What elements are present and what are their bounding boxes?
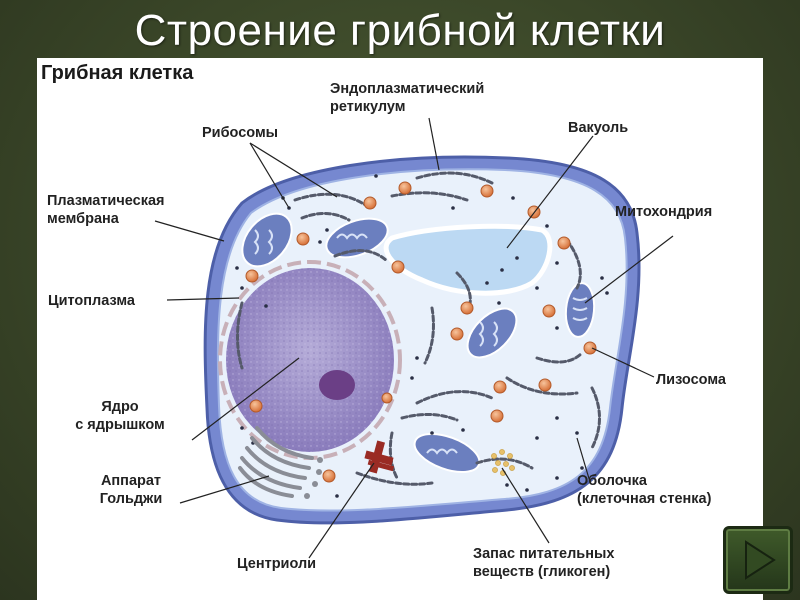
diagram-panel: Грибная клетка Эндоплазматический ретику… — [37, 58, 763, 600]
diagram-title: Грибная клетка — [41, 62, 193, 85]
label-ribosomes: Рибосомы — [202, 124, 278, 142]
label-endoplasmic-reticulum: Эндоплазматический ретикулум — [330, 80, 484, 116]
label-lysosome: Лизосома — [656, 371, 726, 389]
label-mitochondrion: Митохондрия — [615, 203, 712, 221]
label-cytoplasm: Цитоплазма — [48, 292, 135, 310]
label-vacuole: Вакуоль — [568, 119, 628, 137]
fungal-cell-diagram — [37, 58, 763, 600]
label-plasma-membrane: Плазматическая мембрана — [47, 192, 164, 228]
nucleolus — [319, 370, 355, 400]
slide-title: Строение грибной клетки — [0, 6, 800, 56]
label-golgi-apparatus: Аппарат Гольджи — [81, 472, 181, 508]
label-centrioles: Центриоли — [237, 555, 316, 573]
label-cell-wall: Оболочка (клеточная стенка) — [577, 472, 711, 508]
label-glycogen-storage: Запас питательных веществ (гликоген) — [473, 545, 614, 581]
next-slide-button[interactable] — [723, 526, 793, 594]
label-nucleus: Ядро с ядрышком — [51, 398, 189, 434]
play-triangle-icon — [726, 529, 790, 591]
